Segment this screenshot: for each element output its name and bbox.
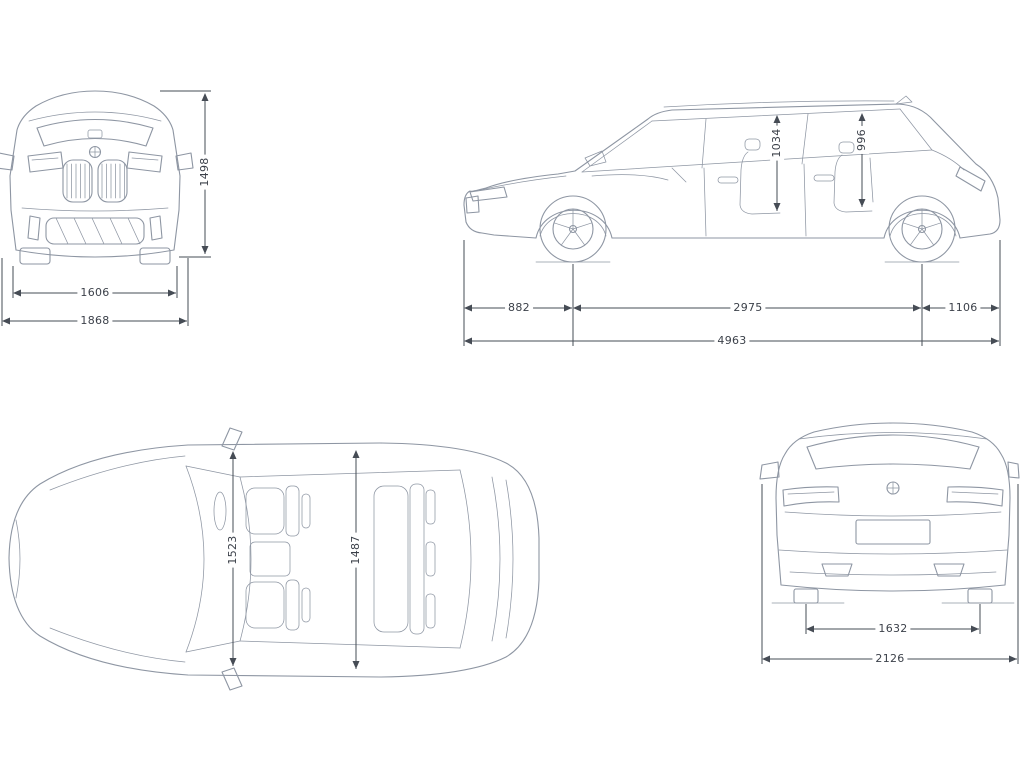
top-view-drawing <box>8 427 540 691</box>
rear-bench-seat <box>373 483 436 635</box>
dim-label-front-overhang: 882 <box>505 301 533 315</box>
dimension-lines <box>1 90 1019 669</box>
dim-label-rear-headroom: 996 <box>855 126 869 154</box>
front-seats <box>245 485 311 631</box>
dim-label-front-track: 1606 <box>77 286 113 300</box>
dim-label-front-width: 1868 <box>77 314 113 328</box>
dim-label-rear-interior-width: 1487 <box>349 532 363 568</box>
front-wheel <box>539 195 607 263</box>
side-view-drawing <box>463 95 1001 263</box>
dim-label-overall-length: 4963 <box>714 334 750 348</box>
dim-label-rear-overhang: 1106 <box>945 301 981 315</box>
dim-label-front-height: 1498 <box>198 154 212 190</box>
bmw-roundel-icon <box>886 481 900 495</box>
dim-label-wheelbase: 2975 <box>730 301 766 315</box>
dim-label-front-headroom: 1034 <box>770 125 784 161</box>
bmw-roundel-icon <box>88 145 102 159</box>
dim-label-width-incl-mirrors: 2126 <box>872 652 908 666</box>
dim-label-rear-track: 1632 <box>875 622 911 636</box>
rear-wheel <box>888 195 956 263</box>
dim-label-front-interior-width: 1523 <box>226 532 240 568</box>
front-view-drawing <box>0 90 194 265</box>
interior-seats <box>591 138 873 215</box>
rear-view-drawing <box>759 422 1020 604</box>
